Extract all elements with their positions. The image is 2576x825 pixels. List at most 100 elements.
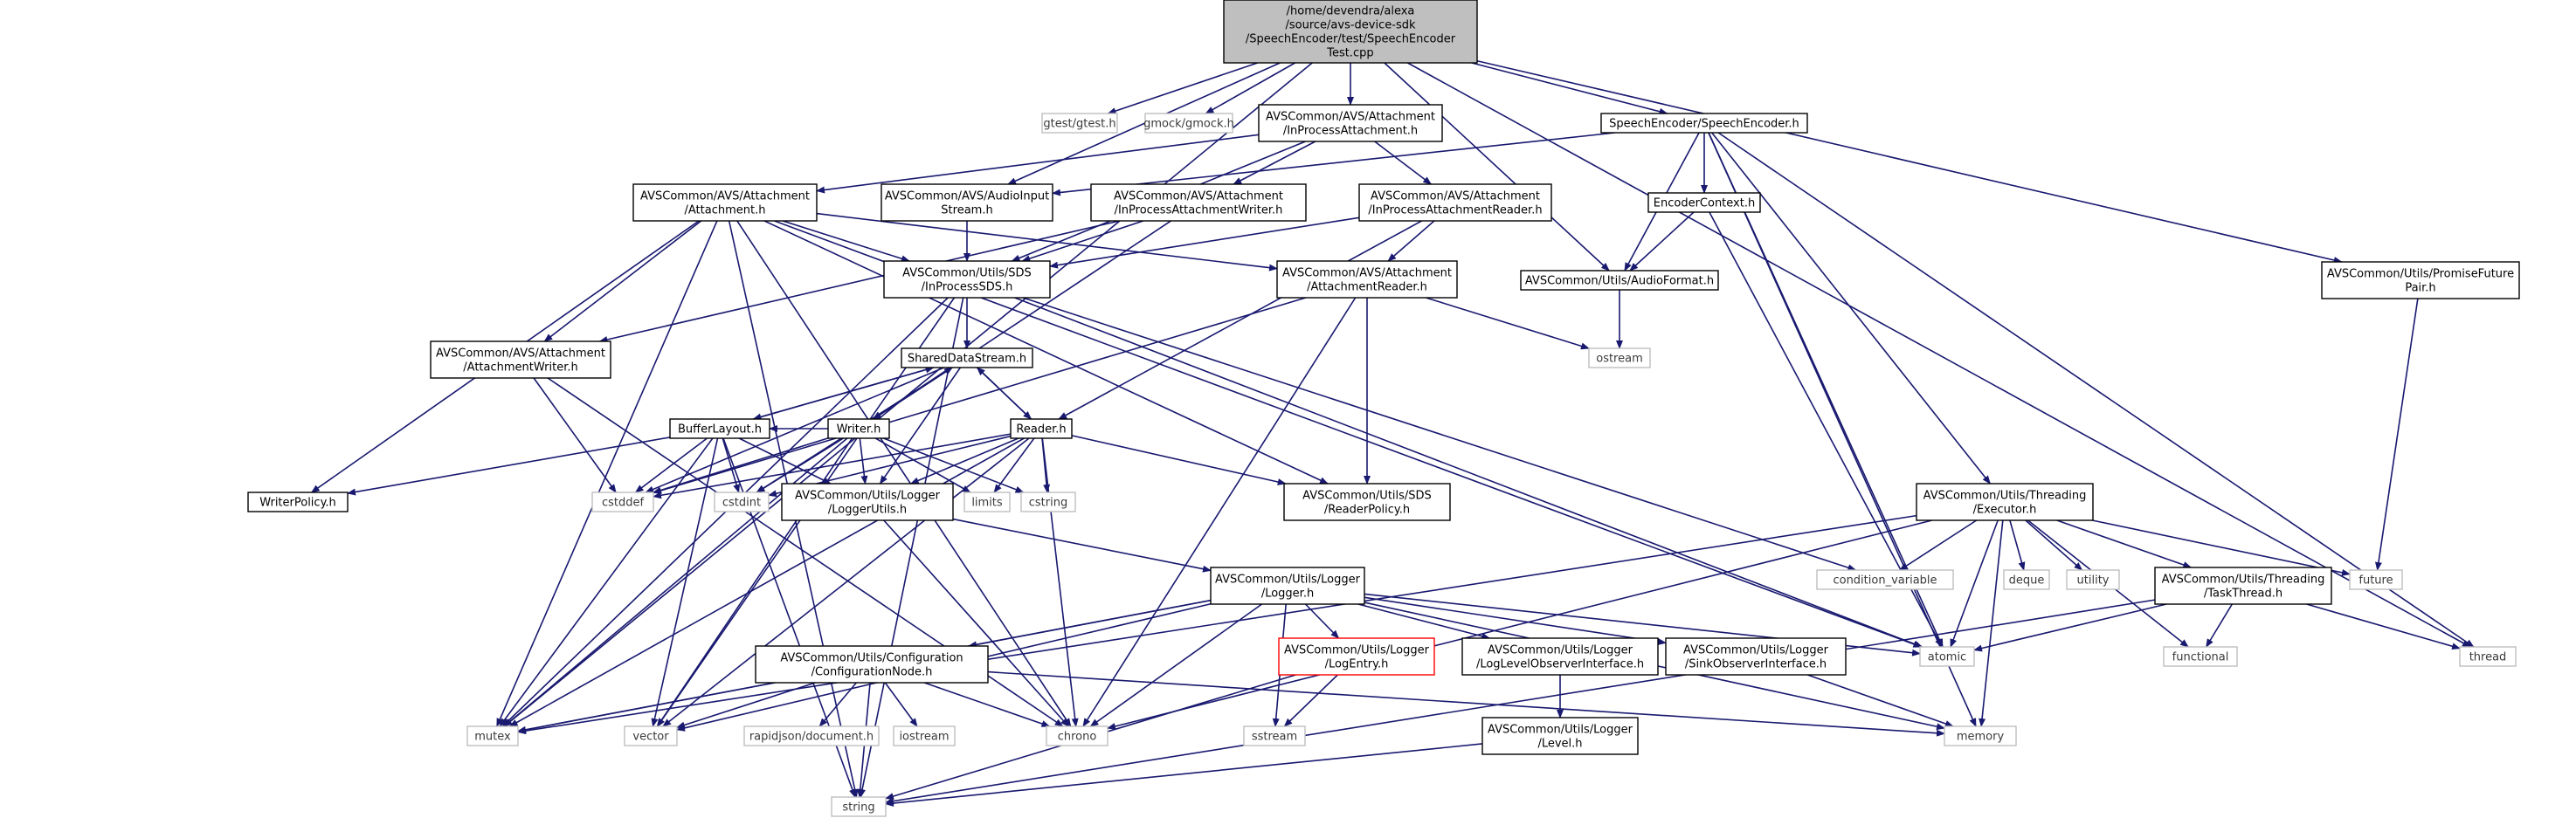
node-chrono[interactable]: chrono [1046, 725, 1108, 746]
node-inproc_sds[interactable]: AVSCommon/Utils/SDS/InProcessSDS.h [883, 260, 1051, 299]
node-functional[interactable]: functional [2163, 646, 2238, 667]
node-box [2154, 567, 2332, 605]
node-reader[interactable]: Reader.h [1010, 418, 1073, 439]
node-audio_format[interactable]: AVSCommon/Utils/AudioFormat.h [1520, 270, 1719, 291]
node-ostream[interactable]: ostream [1588, 347, 1651, 368]
node-log_level_obs[interactable]: AVSCommon/Utils/Logger/LogLevelObserverI… [1461, 637, 1659, 676]
edge-task_thread-to-atomic [1973, 603, 2167, 652]
edge-writer-to-cstddef [653, 437, 829, 494]
node-executor[interactable]: AVSCommon/Utils/Threading/Executor.h [1916, 483, 2094, 521]
node-label: condition_variable [1833, 574, 1937, 588]
node-string[interactable]: string [831, 796, 887, 817]
node-writer[interactable]: Writer.h [827, 418, 890, 439]
edge-writer-to-limits [874, 437, 971, 493]
edge-inproc_sds-to-condvar [1022, 297, 1857, 572]
node-label: EncoderContext.h [1654, 197, 1755, 210]
edge-attachment-to-mutex [496, 220, 718, 727]
node-iostream[interactable]: iostream [893, 725, 956, 746]
node-future[interactable]: future [2349, 569, 2403, 590]
node-label: AVSCommon/Utils/Logger [1284, 644, 1430, 657]
node-label: cstddef [602, 497, 645, 510]
node-sstream[interactable]: sstream [1243, 725, 1306, 746]
node-buffer_layout[interactable]: BufferLayout.h [669, 418, 770, 439]
edge-logger_utils-to-chrono [883, 519, 1069, 727]
node-label: Reader.h [1016, 423, 1066, 437]
node-label: gtest/gtest.h [1043, 118, 1115, 131]
node-gmock[interactable]: gmock/gmock.h [1143, 113, 1234, 134]
node-label: /SpeechEncoder/test/SpeechEncoder [1246, 33, 1456, 46]
node-label: AVSCommon/Utils/Threading [1923, 490, 2087, 503]
node-label: atomic [1928, 651, 1966, 664]
edge-reader-to-chrono [1041, 437, 1079, 727]
node-gtest[interactable]: gtest/gtest.h [1041, 113, 1118, 134]
edge-config_node-to-memory [987, 670, 1945, 737]
node-att_writer[interactable]: AVSCommon/AVS/Attachment/AttachmentWrite… [430, 340, 611, 379]
node-box [1278, 637, 1435, 676]
edge-executor-to-future [2092, 519, 2351, 576]
node-logger[interactable]: AVSCommon/Utils/Logger/Logger.h [1210, 567, 1365, 605]
node-limits[interactable]: limits [963, 492, 1011, 512]
node-label: SharedDataStream.h [908, 353, 1026, 366]
node-writer_policy[interactable]: WriterPolicy.h [247, 492, 349, 512]
node-memory[interactable]: memory [1944, 725, 2017, 746]
node-box [1588, 347, 1651, 368]
node-vector[interactable]: vector [624, 725, 678, 746]
edge-logger_utils-to-logger [952, 518, 1212, 573]
node-cstddef[interactable]: cstddef [591, 492, 654, 512]
node-box [1243, 725, 1306, 746]
node-task_thread[interactable]: AVSCommon/Utils/Threading/TaskThread.h [2154, 567, 2332, 605]
node-rapidjson[interactable]: rapidjson/document.h [743, 725, 880, 746]
node-sds[interactable]: SharedDataStream.h [901, 347, 1033, 368]
node-inproc_att[interactable]: AVSCommon/AVS/Attachment/InProcessAttach… [1258, 104, 1443, 142]
edge-inproc_sds-to-string [859, 297, 964, 798]
node-attachment[interactable]: AVSCommon/AVS/Attachment/Attachment.h [632, 183, 818, 222]
edge-inproc_writer-to-inproc_sds [1021, 220, 1144, 262]
node-encoder_ctx[interactable]: EncoderContext.h [1647, 192, 1761, 213]
node-box [1258, 104, 1443, 142]
node-cstdint[interactable]: cstdint [714, 492, 770, 512]
node-label: AVSCommon/AVS/AudioInput [885, 190, 1049, 203]
node-root[interactable]: /home/devendra/alexa/source/avs-device-s… [1223, 0, 1478, 64]
node-condvar[interactable]: condition_variable [1816, 569, 1954, 590]
node-log_entry[interactable]: AVSCommon/Utils/Logger/LogEntry.h [1278, 637, 1435, 676]
node-label: mutex [474, 731, 511, 744]
node-config_node[interactable]: AVSCommon/Utils/Configuration/Configurat… [755, 645, 989, 684]
edge-task_thread-to-string [885, 599, 2156, 805]
edge-reader-to-limits [993, 437, 1035, 493]
node-mutex[interactable]: mutex [466, 725, 519, 746]
edge-root-to-mutex [503, 62, 1313, 727]
edge-sds-to-cstddef [645, 367, 945, 493]
node-label: string [842, 801, 874, 815]
edge-sink_obs-to-memory [1807, 674, 1954, 727]
node-box [743, 725, 880, 746]
node-label: vector [632, 731, 669, 744]
node-inproc_reader[interactable]: AVSCommon/AVS/Attachment/InProcessAttach… [1358, 183, 1552, 222]
node-att_reader[interactable]: AVSCommon/AVS/Attachment/AttachmentReade… [1276, 260, 1458, 299]
node-logger_utils[interactable]: AVSCommon/Utils/Logger/LoggerUtils.h [781, 483, 954, 521]
node-atomic[interactable]: atomic [1919, 646, 1975, 667]
node-inproc_writer[interactable]: AVSCommon/AVS/Attachment/InProcessAttach… [1090, 183, 1307, 222]
edge-inproc_reader-to-inproc_sds [1049, 217, 1360, 269]
node-level[interactable]: AVSCommon/Utils/Logger/Level.h [1481, 717, 1639, 755]
node-reader_policy[interactable]: AVSCommon/Utils/SDS/ReaderPolicy.h [1283, 483, 1451, 521]
edge-executor-to-mutex [517, 514, 1917, 735]
node-label: /InProcessAttachmentReader.h [1368, 204, 1542, 217]
edge-attachment-to-att_writer [543, 220, 702, 342]
node-box [1144, 113, 1233, 134]
edge-inproc_att-to-inproc_reader [1374, 141, 1433, 185]
node-deque[interactable]: deque [2003, 569, 2050, 590]
edge-inproc_reader-to-reader [1058, 220, 1422, 420]
node-label: /LoggerUtils.h [828, 504, 907, 517]
node-speech_enc[interactable]: SpeechEncoder/SpeechEncoder.h [1600, 113, 1808, 134]
node-utility[interactable]: utility [2066, 569, 2120, 590]
edge-attachment-to-chrono [736, 220, 1072, 727]
edge-writer-to-logger_utils [859, 437, 868, 485]
node-sink_obs[interactable]: AVSCommon/Utils/Logger/SinkObserverInter… [1665, 637, 1847, 676]
edge-inproc_att-to-inproc_writer [1233, 141, 1316, 185]
node-thread[interactable]: thread [2459, 646, 2517, 667]
edge-inproc_sds-to-atomic [1014, 297, 1923, 648]
edge-reader-to-reader_policy [1071, 435, 1287, 485]
node-cstring[interactable]: cstring [1020, 492, 1076, 512]
